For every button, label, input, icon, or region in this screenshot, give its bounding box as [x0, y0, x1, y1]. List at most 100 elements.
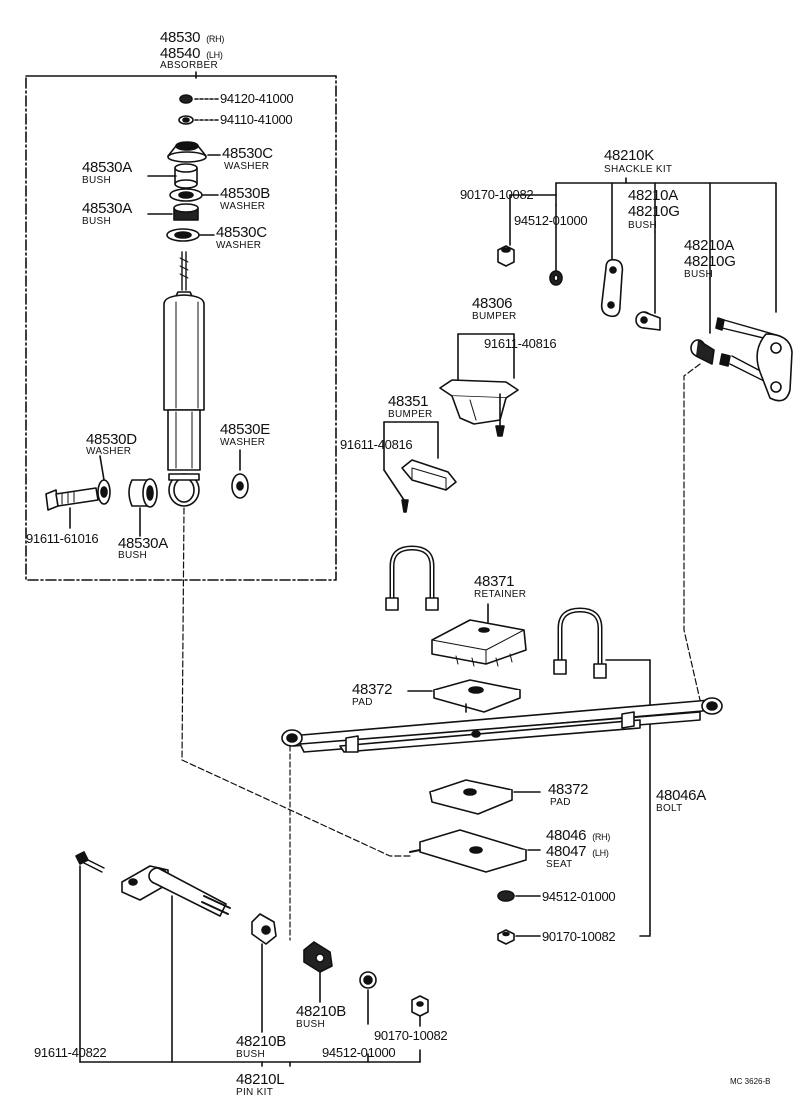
label-absorber: ABSORBER: [160, 60, 218, 71]
label-screw-91611-40816-b: 91611-40816: [340, 437, 413, 452]
nut-94110: [178, 115, 194, 125]
label-shackle-kit-no: 48210K: [604, 147, 654, 164]
bush-48530a-mid: [173, 203, 199, 221]
label-nut-90170-right: 90170-10082: [542, 929, 616, 944]
label-pad-text-1: PAD: [352, 697, 373, 708]
u-bolt-lower: [553, 607, 651, 936]
label-washer-94512-top: 94512-01000: [514, 213, 588, 228]
label-bush-48530a-low: 48530A: [118, 535, 168, 552]
shackle-bush-2: [690, 339, 715, 365]
bolt-91611-61016: [45, 487, 99, 529]
label-pad-48372-bottom: 48372: [548, 781, 589, 798]
label-nut-94120: 94120-41000: [220, 91, 294, 106]
label-nut-94110: 94110-41000: [220, 112, 293, 127]
label-washer-48530b: 48530B: [220, 185, 270, 202]
label-washer-text-1: WASHER: [224, 161, 270, 172]
nut-90170-shackle: [497, 245, 515, 267]
nut-90170-right: [497, 929, 651, 945]
label-bush-text-1: BUSH: [82, 175, 111, 186]
shackle-plate: [600, 258, 624, 318]
label-pin-kit-no: 48210L: [236, 1071, 285, 1088]
label-bolt-text: BOLT: [656, 803, 683, 814]
label-washer-48530e: 48530E: [220, 421, 270, 438]
part-number: 48047: [546, 843, 587, 860]
bumper-48351: [383, 421, 457, 513]
side-tag: (RH): [206, 34, 225, 44]
label-washer-48530c-mid: 48530C: [216, 224, 267, 241]
label-bush-48210g-1: 48210G: [628, 203, 680, 220]
part-number: 48530: [160, 29, 201, 46]
washer-48530d: [97, 455, 111, 505]
leaf-spring: [281, 697, 723, 753]
label-washer-text-5: WASHER: [220, 437, 266, 448]
label-bush-48210b-2: 48210B: [296, 1003, 346, 1020]
label-washer-94512-right: 94512-01000: [542, 889, 616, 904]
pad-48372-top: [407, 679, 521, 713]
label-bush-48210a-1: 48210A: [628, 187, 678, 204]
spring-seat-48046: [409, 829, 541, 873]
nut-94120: [179, 94, 193, 104]
washer-48530b: [169, 188, 203, 202]
label-bush-48210a-2: 48210A: [684, 237, 734, 254]
part-number: 48540: [160, 45, 201, 62]
side-tag: (RH): [592, 832, 611, 842]
washer-94512-shackle: [549, 270, 563, 286]
label-washer-text-3: WASHER: [216, 240, 262, 251]
label-washer-48530d: 48530D: [86, 431, 137, 448]
washer-48530c-top: [167, 141, 207, 163]
label-washer-text-2: WASHER: [220, 201, 266, 212]
label-bumper-48306: 48306: [472, 295, 513, 312]
label-absorber-rh: 48530 (RH): [160, 30, 224, 45]
label-seat-rh: 48046(RH): [546, 828, 610, 843]
bush-48530a-low: [128, 478, 158, 537]
label-washer-94512-bottom: 94512-01000: [322, 1045, 396, 1060]
label-bumper-48351: 48351: [388, 393, 429, 410]
label-nut-90170-top: 90170-10082: [460, 187, 534, 202]
side-tag: (LH): [592, 848, 609, 858]
washer-94512-bottom: [359, 971, 377, 1025]
diagram-code: MC 3626-B: [730, 1077, 771, 1086]
label-bush-text-5: BUSH: [684, 269, 713, 280]
label-bush-text-6: BUSH: [236, 1049, 265, 1060]
label-retainer: RETAINER: [474, 589, 527, 600]
u-bolt-upper: [385, 545, 439, 611]
washer-48530e: [231, 449, 249, 499]
assembly-line-absorber-seat: [181, 507, 413, 857]
label-absorber-lh: 48540 (LH): [160, 46, 223, 61]
assembly-line-shackle: [683, 363, 701, 701]
label-retainer-no: 48371: [474, 573, 515, 590]
label-pad-text-2: PAD: [550, 797, 571, 808]
absorber-group-box: [25, 75, 337, 581]
label-bolt-91611-40822: 91611-40822: [34, 1045, 107, 1060]
bush-48210b-1: [251, 913, 277, 1033]
label-bush-text-4: BUSH: [628, 220, 657, 231]
shock-absorber-body: [163, 251, 205, 507]
label-seat-lh: 48047 (LH): [546, 844, 609, 859]
bush-48210b-2: [303, 941, 333, 1003]
label-bush-48530a-top: 48530A: [82, 159, 132, 176]
side-tag: (LH): [206, 50, 223, 60]
label-seat: SEAT: [546, 859, 573, 870]
label-pad-48372-top: 48372: [352, 681, 393, 698]
retainer-48371: [431, 603, 527, 667]
label-bumper-text-2: BUMPER: [388, 409, 433, 420]
label-shackle-kit: SHACKLE KIT: [604, 164, 673, 175]
label-pin-kit: PIN KIT: [236, 1087, 274, 1098]
label-washer-48530c-top: 48530C: [222, 145, 273, 162]
washer-48530c-mid: [166, 228, 200, 242]
label-bolt-91611-61016: 91611-61016: [26, 531, 99, 546]
pad-48372-bottom: [429, 779, 541, 815]
label-screw-91611-40816-a: 91611-40816: [484, 336, 557, 351]
shackle-bush-1: [635, 311, 661, 331]
pin-kit-bracket: [79, 1049, 421, 1067]
label-bush-text-3: BUSH: [118, 550, 147, 561]
washer-94512-right: [497, 890, 541, 902]
bumper-48306: [439, 333, 519, 437]
label-bolt-48046a: 48046A: [656, 787, 706, 804]
nut-90170-bottom: [411, 995, 429, 1027]
shackle-pin-assembly: [715, 317, 793, 402]
spring-pin-plate: [121, 865, 231, 1063]
bolt-91611-40822: [75, 851, 105, 1063]
